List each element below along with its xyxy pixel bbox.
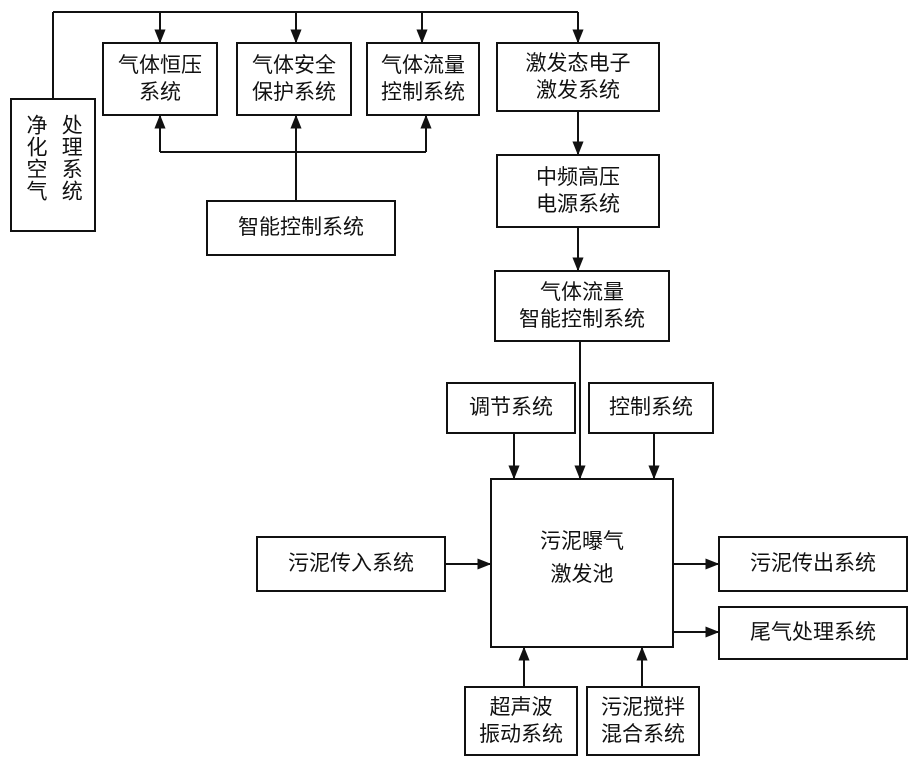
excited-electron-system-box: 激发态电子 激发系统 [496,42,660,112]
ultrasonic-line-2: 振动系统 [479,722,563,746]
ultrasonic-line-1: 超声波 [489,694,553,719]
gas-flow-smart-line-2: 智能控制系统 [519,307,645,331]
sludge-out-label: 污泥传出系统 [750,551,876,576]
gas-flow-top-line-1: 气体流量 [381,52,465,77]
gas-flow-control-box: 气体流量 控制系统 [366,42,480,116]
gas-safety-system-box: 气体安全 保护系统 [236,42,352,116]
excited-electron-line-1: 激发态电子 [525,50,631,75]
sludge-in-label: 污泥传入系统 [288,551,414,576]
control-label: 控制系统 [609,395,693,420]
sludge-out-system-box: 污泥传出系统 [718,536,908,592]
mixing-line-2: 混合系统 [601,722,685,746]
gas-pressure-line-1: 气体恒压 [118,52,202,77]
tail-gas-system-box: 尾气处理系统 [718,606,908,660]
mixing-system-box: 污泥搅拌 混合系统 [586,686,700,756]
aeration-tank-line-1: 污泥曝气 [540,529,624,553]
purify-col-2: 处理系统 [59,114,84,202]
mixing-line-1: 污泥搅拌 [601,694,685,719]
smart-control-system-box: 智能控制系统 [206,200,396,256]
mid-freq-line-2: 电源系统 [536,192,620,216]
aeration-tank-box: 污泥曝气 激发池 [490,478,674,648]
mid-freq-power-box: 中频高压 电源系统 [496,154,660,228]
purify-air-system-box: 净化空气 处理系统 [10,98,96,232]
regulate-label: 调节系统 [469,395,553,420]
gas-flow-top-line-2: 控制系统 [381,80,465,104]
regulate-system-box: 调节系统 [446,382,576,434]
ultrasonic-system-box: 超声波 振动系统 [464,686,578,756]
gas-flow-smart-line-1: 气体流量 [540,279,624,304]
purify-col-1: 净化空气 [24,114,48,202]
mid-freq-line-1: 中频高压 [536,164,620,189]
gas-safety-line-1: 气体安全 [252,52,336,77]
gas-pressure-line-2: 系统 [139,80,181,104]
gas-pressure-system-box: 气体恒压 系统 [102,42,218,116]
gas-flow-smart-control-box: 气体流量 智能控制系统 [494,270,670,342]
gas-safety-line-2: 保护系统 [252,80,336,104]
sludge-in-system-box: 污泥传入系统 [256,536,446,592]
smart-control-label: 智能控制系统 [238,215,364,240]
tail-gas-label: 尾气处理系统 [750,620,876,645]
control-system-box: 控制系统 [588,382,714,434]
aeration-tank-line-2: 激发池 [550,562,614,587]
excited-electron-line-2: 激发系统 [536,78,620,102]
